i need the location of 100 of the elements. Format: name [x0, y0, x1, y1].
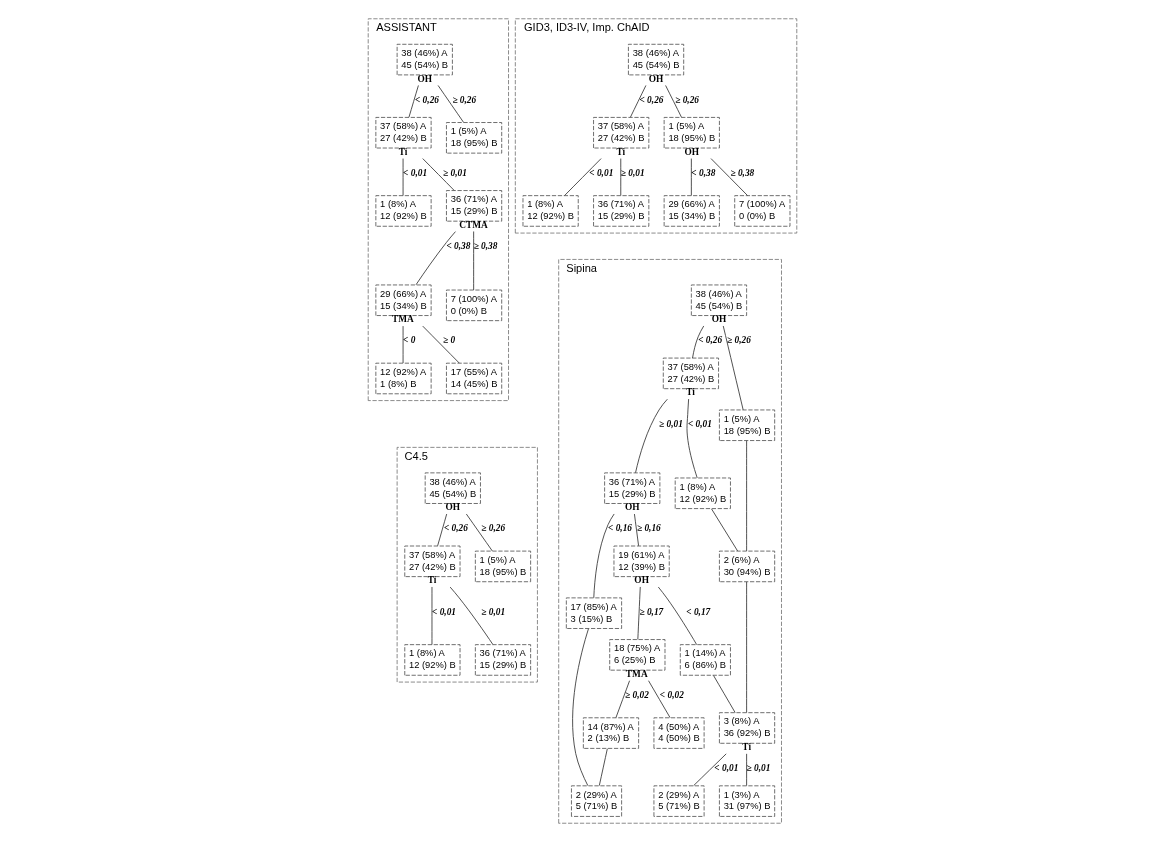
node-label: OH — [648, 73, 664, 84]
node-box: 7 (100%) A 0 (0%) B — [446, 289, 503, 322]
edge-label: < 0,16 — [608, 523, 633, 534]
node-box: 1 (5%) A 18 (95%) B — [474, 550, 532, 583]
edge-label: ≥ 0,38 — [473, 241, 498, 252]
node-box: 38 (46%) A 45 (54%) B — [396, 43, 453, 76]
connector — [437, 85, 464, 123]
node-box: 12 (92%) A 1 (8%) B — [375, 362, 432, 395]
connector — [657, 586, 698, 646]
connector — [465, 513, 493, 552]
edge-label: < 0,38 — [691, 167, 716, 178]
edge-label: ≥ 0,01 — [659, 418, 683, 429]
connector — [620, 158, 622, 196]
edge-label: < 0,01 — [589, 167, 614, 178]
node-box: 38 (46%) A 45 (54%) B — [424, 472, 481, 504]
node-label: TMA — [392, 314, 414, 325]
node-box: 1 (8%) A 12 (92%) B — [375, 195, 432, 227]
connector — [690, 158, 692, 196]
connector — [431, 586, 433, 645]
edge-label: < 0,17 — [686, 606, 711, 617]
node-box: 1 (8%) A 12 (92%) B — [404, 644, 461, 676]
edge-label: ≥ 0,26 — [481, 523, 506, 534]
node-label: OH — [625, 502, 640, 513]
node-box: 1 (8%) A 12 (92%) B — [522, 195, 579, 227]
node-label: OH — [445, 502, 461, 513]
edge-label: < 0 — [403, 335, 416, 346]
node-label: Ti — [686, 387, 695, 398]
connector — [449, 586, 494, 645]
connector — [422, 158, 455, 191]
connector — [665, 85, 682, 118]
node-box: 4 (50%) A 4 (50%) B — [653, 717, 705, 749]
node-label: CTMA — [459, 219, 488, 230]
connector — [746, 581, 748, 713]
edge-label: < 0,26 — [698, 335, 723, 346]
connector — [722, 325, 744, 411]
edge-label: ≥ 0 — [443, 335, 456, 346]
edge-label: < 0,01 — [714, 763, 739, 774]
connector — [572, 628, 589, 787]
edge-label: < 0,01 — [687, 418, 712, 429]
connector — [408, 85, 419, 118]
node-box: 1 (5%) A 18 (95%) B — [446, 122, 503, 154]
node-label: Ti — [398, 146, 408, 157]
connector — [615, 680, 630, 719]
edge-label: ≥ 0,26 — [675, 94, 700, 105]
node-label: OH — [711, 314, 727, 325]
connector — [402, 158, 404, 196]
edge-label: ≥ 0,01 — [620, 167, 645, 178]
edge-label: ≥ 0,38 — [730, 167, 755, 178]
node-label: TMA — [625, 668, 648, 679]
connector — [686, 398, 698, 479]
connector — [593, 513, 615, 599]
node-label: OH — [684, 146, 700, 157]
edge-label: ≥ 0,01 — [481, 606, 506, 617]
node-box: 14 (87%) A 2 (13%) B — [582, 717, 640, 749]
connector — [634, 513, 639, 547]
node-box: 1 (5%) A 18 (95%) B — [719, 409, 776, 441]
node-box: 2 (29%) A 5 (71%) B — [653, 785, 705, 817]
node-label: Ti — [427, 575, 437, 586]
edge-label: < 0,01 — [403, 167, 428, 178]
node-box: 1 (5%) A 18 (95%) B — [663, 117, 720, 149]
node-box: 38 (46%) A 45 (54%) B — [690, 284, 748, 316]
node-box: 1 (3%) A 31 (97%) B — [719, 785, 776, 817]
connector — [473, 231, 475, 291]
node-label: Ti — [616, 146, 626, 157]
connector — [746, 440, 748, 552]
connector — [713, 675, 736, 713]
node-box: 36 (71%) A 15 (29%) B — [446, 190, 503, 222]
edge-label: < 0,26 — [639, 94, 664, 105]
node-box: 2 (29%) A 5 (71%) B — [571, 785, 623, 817]
connector — [437, 513, 448, 547]
node-box: 3 (8%) A 36 (92%) B — [719, 712, 776, 744]
connector — [692, 325, 705, 359]
node-box: 36 (71%) A 15 (29%) B — [474, 644, 532, 676]
connector — [422, 325, 460, 364]
connector — [564, 158, 602, 196]
edge-label: ≥ 0,01 — [443, 167, 467, 178]
edge-label: ≥ 0,16 — [636, 523, 661, 534]
edge-label: ≥ 0,01 — [746, 763, 771, 774]
node-box: 17 (55%) A 14 (45%) B — [446, 362, 503, 395]
node-box: 2 (6%) A 30 (94%) B — [719, 550, 776, 583]
node-box: 1 (8%) A 12 (92%) B — [674, 477, 731, 509]
connector — [415, 231, 456, 286]
connector — [637, 586, 641, 640]
connector — [746, 753, 748, 787]
edge-label: < 0,26 — [443, 523, 468, 534]
node-box: 7 (100%) A 0 (0%) B — [734, 195, 791, 227]
node-label: Ti — [742, 741, 752, 752]
node-box: 37 (58%) A 27 (42%) B — [593, 117, 650, 149]
connector — [710, 158, 748, 196]
node-box: 18 (75%) A 6 (25%) B — [609, 639, 666, 671]
node-label: OH — [417, 73, 433, 84]
node-box: 36 (71%) A 15 (29%) B — [604, 472, 661, 504]
edge-label: < 0,38 — [446, 241, 471, 252]
node-box: 37 (58%) A 27 (42%) B — [375, 117, 432, 149]
edge-label: < 0,26 — [414, 94, 439, 105]
node-box: 29 (66%) A 15 (34%) B — [663, 195, 720, 227]
node-box: 1 (14%) A 6 (86%) B — [679, 644, 731, 676]
node-label: OH — [634, 575, 649, 586]
node-box: 36 (71%) A 15 (29%) B — [593, 195, 650, 227]
connector — [598, 748, 608, 786]
